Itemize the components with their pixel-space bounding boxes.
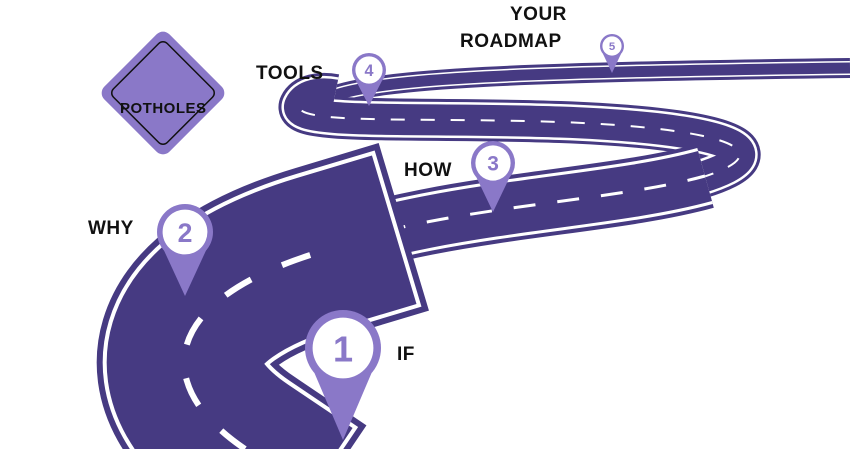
pin-point: [314, 373, 372, 440]
pin-inner: [475, 145, 511, 181]
milestone-label-roadmap-2: ROADMAP: [460, 31, 562, 52]
pin-point: [603, 53, 621, 73]
milestone-label-if: IF: [397, 344, 415, 365]
milestone-number: 1: [333, 329, 353, 370]
potholes-sign-label: POTHOLES: [120, 100, 207, 117]
milestone-label-tools: TOOLS: [256, 63, 324, 84]
milestone-number: 4: [365, 62, 374, 80]
milestone-pin-1: 1: [305, 310, 381, 440]
pin-point: [476, 177, 510, 212]
road-segment-bottom: [96, 143, 429, 449]
milestone-label-how: HOW: [404, 160, 452, 181]
milestone-number: 5: [609, 41, 616, 53]
milestone-label-roadmap-1: YOUR: [510, 4, 567, 25]
milestone-label-why: WHY: [88, 218, 134, 239]
pin-inner: [602, 36, 622, 56]
potholes-sign: [101, 31, 225, 155]
pin-inner: [162, 209, 208, 255]
milestone-pin-4: 4: [352, 53, 386, 106]
pin-inner: [355, 56, 383, 84]
milestone-number: 2: [178, 218, 193, 248]
milestone-pin-3: 3: [471, 141, 515, 212]
road: [96, 58, 850, 449]
milestone-pin-5: 5: [600, 34, 624, 73]
pin-inner: [312, 317, 374, 379]
milestone-pin-2: 2: [157, 204, 213, 296]
milestone-number: 3: [487, 153, 499, 176]
road-segment-bend: [278, 72, 761, 199]
milestone-pins: 1 2 3 4 5: [157, 34, 624, 440]
pin-point: [356, 81, 382, 106]
road-segment-top: [326, 58, 850, 107]
pin-point: [164, 250, 206, 296]
